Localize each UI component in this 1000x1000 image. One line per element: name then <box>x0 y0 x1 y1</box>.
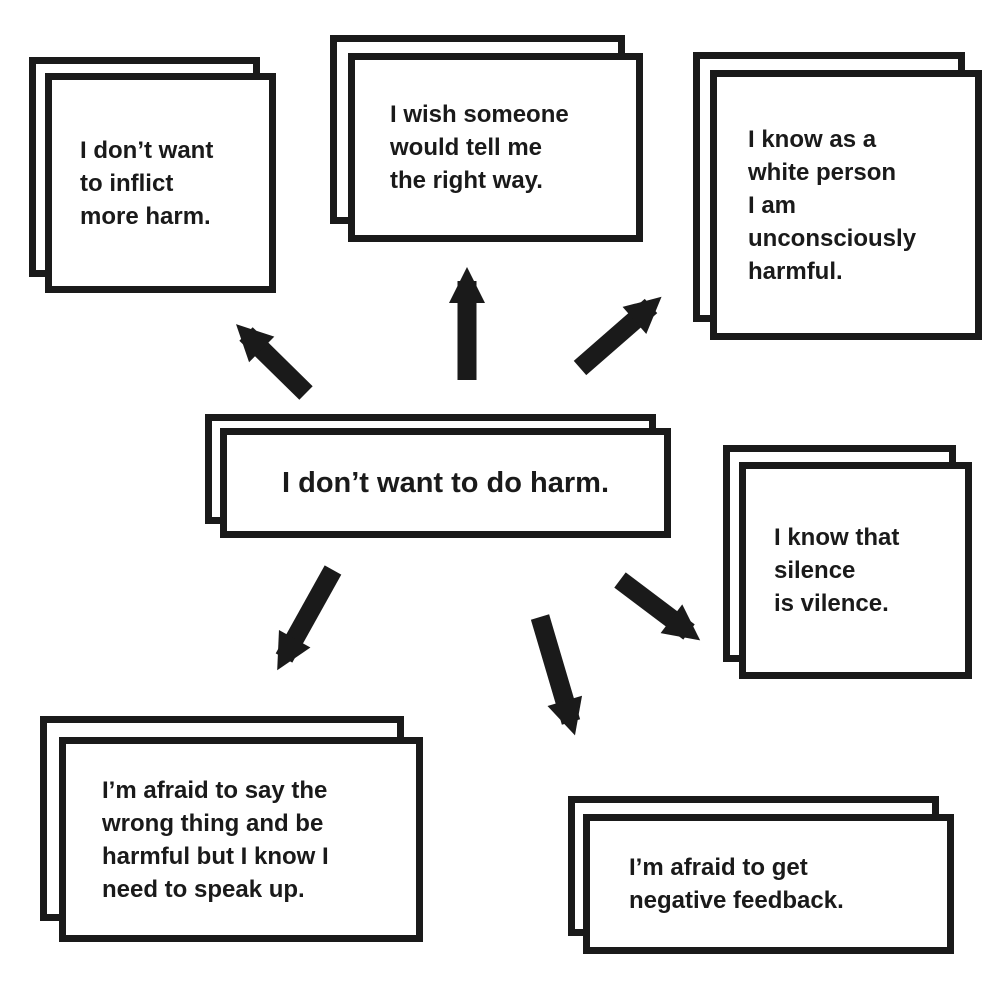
node-bottom-center-text: I’m afraid to get negative feedback. <box>629 854 844 914</box>
node-center-text: I don’t want to do harm. <box>281 467 610 499</box>
node-right-card: I know that silence is vilence. <box>739 462 972 679</box>
arrow-to-bottom-center-icon <box>530 614 583 736</box>
node-bottom-center: I’m afraid to get negative feedback. <box>568 796 954 954</box>
node-center-card: I don’t want to do harm. <box>220 428 671 538</box>
node-right-text: I know that silence is vilence. <box>774 524 900 617</box>
node-bottom-left-card: I’m afraid to say the wrong thing and be… <box>59 737 423 942</box>
node-bottom-center-card: I’m afraid to get negative feedback. <box>583 814 954 954</box>
node-bottom-left: I’m afraid to say the wrong thing and be… <box>40 716 423 942</box>
node-top-center-card: I wish someone would tell me the right w… <box>348 53 643 242</box>
node-top-center-text: I wish someone would tell me the right w… <box>390 101 569 194</box>
node-top-left: I don’t want to inflict more harm. <box>29 57 276 293</box>
arrow-to-top-right-icon <box>573 296 662 376</box>
node-center: I don’t want to do harm. <box>205 414 671 538</box>
arrow-to-right-icon <box>614 572 701 641</box>
node-top-right: I know as a white person I am unconsciou… <box>693 52 982 340</box>
arrow-to-bottom-left-icon <box>275 565 342 671</box>
node-top-right-text: I know as a white person I am unconsciou… <box>748 125 917 285</box>
node-right: I know that silence is vilence. <box>723 445 972 679</box>
node-top-right-card: I know as a white person I am unconsciou… <box>710 70 982 340</box>
node-top-center: I wish someone would tell me the right w… <box>330 35 643 242</box>
node-top-left-card: I don’t want to inflict more harm. <box>45 73 276 293</box>
arrow-to-top-left-icon <box>236 324 313 400</box>
node-top-left-text: I don’t want to inflict more harm. <box>80 136 214 230</box>
node-bottom-left-text: I’m afraid to say the wrong thing and be… <box>102 776 329 903</box>
